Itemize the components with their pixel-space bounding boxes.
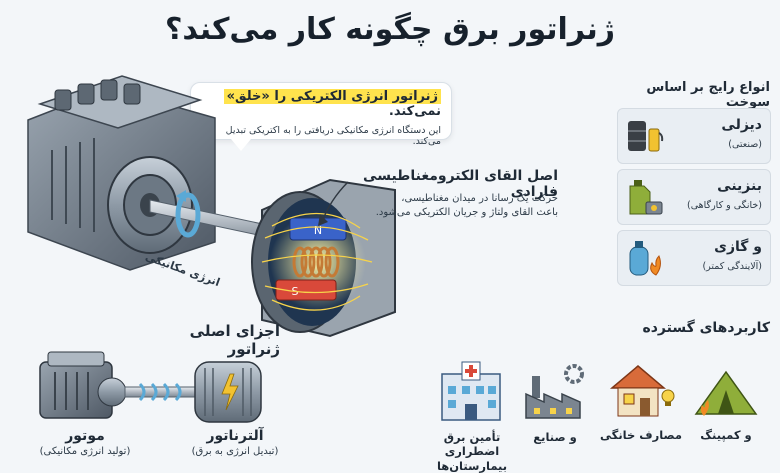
callout-headline: ژنراتور انرژی الکتریکی را «خلق» نمی‌کند. bbox=[201, 89, 441, 119]
app-line-1: و صنایع bbox=[533, 430, 577, 444]
fuel-name: و گازی bbox=[714, 239, 762, 255]
gas-cylinder-flame-icon bbox=[629, 241, 661, 276]
key-fact-callout: ژنراتور انرژی الکتریکی را «خلق» نمی‌کند.… bbox=[190, 82, 452, 151]
alternator-cutaway: N S bbox=[251, 178, 396, 338]
callout-headline-rest: نمی‌کند. bbox=[388, 104, 441, 119]
faraday-line-2: باعث القای ولتاژ و جریان الکتریکی می‌شود… bbox=[375, 206, 558, 218]
house-bulb-icon bbox=[609, 365, 675, 417]
tent-campfire-icon bbox=[694, 370, 758, 416]
motor-desc: (تولید انرژی مکانیکی) bbox=[39, 446, 131, 457]
motor-illustration bbox=[39, 351, 127, 419]
app-industry: و صنایع bbox=[520, 430, 590, 444]
coupling-shaft bbox=[124, 382, 196, 402]
fuel-desc: (صنعتی) bbox=[728, 139, 762, 150]
app-line-2: بیمارستان‌ها bbox=[436, 458, 508, 473]
engine-illustration bbox=[27, 75, 216, 271]
copper-coil bbox=[292, 246, 340, 278]
page-title: ژنراتور برق چگونه کار می‌کند؟ bbox=[164, 12, 615, 47]
alternator-desc: (تبدیل انرژی به برق) bbox=[191, 446, 279, 457]
motor-part: موتور (تولید انرژی مکانیکی) bbox=[30, 428, 140, 457]
fuel-card-petrol: بنزینی (خانگی و کارگاهی) bbox=[617, 169, 771, 225]
magnet-north-label: N bbox=[314, 224, 322, 237]
fuel-name: بنزینی bbox=[717, 178, 762, 194]
motor-name: موتور bbox=[65, 428, 105, 444]
callout-highlight: ژنراتور انرژی الکتریکی را «خلق» bbox=[223, 89, 441, 104]
parts-title: اجزای اصلی ژنراتور bbox=[189, 322, 280, 358]
jerrycan-generator-icon bbox=[629, 180, 663, 215]
lightning-bolt-icon bbox=[221, 373, 239, 411]
app-camping: و کمپینگ bbox=[688, 428, 764, 442]
fuel-desc: (خانگی و کارگاهی) bbox=[687, 200, 762, 211]
fuel-card-gas: و گازی (آلایندگی کمتر) bbox=[617, 230, 771, 286]
faraday-title: اصل القای الکترومغناطیسی فارادی bbox=[363, 168, 558, 200]
app-line-1: تأمین برق اضطراری bbox=[443, 430, 501, 459]
app-household: مصارف خانگی bbox=[596, 428, 686, 442]
magnet-south bbox=[275, 279, 337, 301]
faraday-line-1: حرکت یک رسانا در میدان مغناطیسی، bbox=[401, 193, 558, 204]
fuel-types-title: انواع رایج بر اساس سوخت bbox=[646, 80, 770, 110]
faraday-description: حرکت یک رسانا در میدان مغناطیسی، باعث ال… bbox=[360, 192, 558, 219]
applications-title: کاربردهای گسترده bbox=[642, 320, 770, 336]
app-hospital: تأمین برق اضطراری بیمارستان‌ها bbox=[420, 430, 524, 473]
magnetic-field-lines bbox=[261, 212, 373, 311]
magnet-north bbox=[289, 217, 347, 241]
alternator-illustration bbox=[194, 361, 262, 423]
fuel-card-diesel: دیزلی (صنعتی) bbox=[617, 108, 771, 164]
fuel-desc: (آلایندگی کمتر) bbox=[702, 261, 762, 272]
factory-gear-icon bbox=[525, 364, 584, 419]
hospital-icon bbox=[441, 361, 501, 421]
alternator-part: آلترناتور (تبدیل انرژی به برق) bbox=[180, 428, 290, 457]
alternator-name: آلترناتور bbox=[206, 428, 264, 444]
oil-barrel-pump-icon bbox=[628, 121, 664, 152]
callout-subtext: این دستگاه انرژی مکانیکی دریافتی را به ا… bbox=[225, 125, 441, 147]
app-line-1: مصارف خانگی bbox=[600, 428, 682, 442]
app-line-1: و کمپینگ bbox=[700, 428, 752, 442]
fuel-name: دیزلی bbox=[721, 117, 762, 133]
